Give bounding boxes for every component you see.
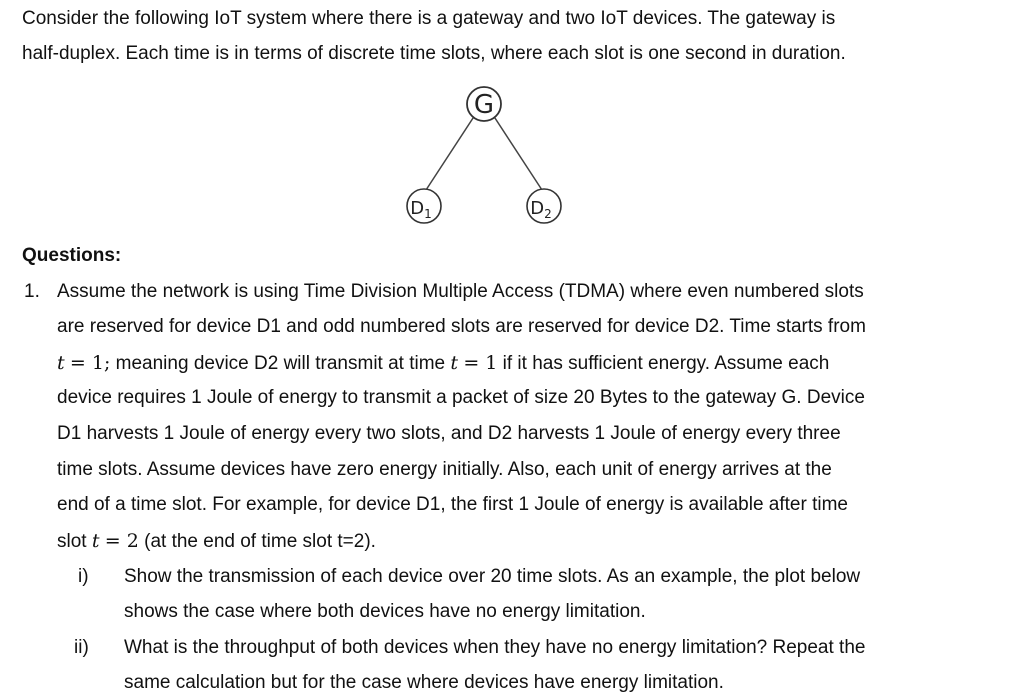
question-1-line-8-end: (at the end of time slot t=2). [138, 531, 376, 552]
link-g-d2 [492, 114, 543, 191]
device-1-subscript: 1 [424, 207, 432, 221]
network-diagram: G D1 D2 [406, 86, 562, 224]
intro-line-2: half-duplex. Each time is in terms of di… [22, 43, 846, 64]
device-2-subscript: 2 [544, 207, 552, 221]
sub-question-ii-marker: ii) [74, 637, 89, 658]
device-2-label: D [530, 198, 544, 219]
question-1-line-8-start: slot [57, 531, 92, 552]
sub-question-ii-line-1: What is the throughput of both devices w… [124, 637, 866, 658]
question-1-line-3-mid: meaning device D2 will transmit at time [110, 353, 451, 374]
question-1-line-8: slot t = 2 (at the end of time slot t=2)… [57, 530, 376, 553]
question-1-line-4: device requires 1 Joule of energy to tra… [57, 387, 865, 408]
device-1-label: D [410, 198, 424, 219]
device-2-node [526, 188, 562, 224]
question-1-line-6: time slots. Assume devices have zero ene… [57, 459, 832, 480]
questions-heading: Questions: [22, 245, 122, 266]
eq-t2: = 2 [104, 530, 139, 552]
svg-text:D2: D2 [530, 198, 552, 221]
question-1-line-5: D1 harvests 1 Joule of energy every two … [57, 423, 841, 444]
device-1-node [406, 188, 442, 224]
intro-line-1: Consider the following IoT system where … [22, 8, 836, 29]
sub-question-i-line-2: shows the case where both devices have n… [124, 601, 646, 622]
gateway-label: G [474, 90, 494, 120]
link-g-d1 [425, 114, 476, 191]
question-1-line-2: are reserved for device D1 and odd numbe… [57, 316, 866, 337]
question-1-line-7: end of a time slot. For example, for dev… [57, 494, 848, 515]
svg-text:D1: D1 [410, 198, 432, 221]
question-1-line-3-end: if it has sufficient energy. Assume each [497, 353, 830, 374]
sub-question-i-marker: i) [78, 566, 89, 587]
var-t-2: t [450, 352, 459, 374]
var-t-3: t [91, 530, 100, 552]
gateway-node [466, 86, 502, 122]
var-t: t [57, 352, 65, 374]
question-1-line-1: Assume the network is using Time Divisio… [57, 281, 864, 302]
question-1-line-3: t = 1; meaning device D2 will transmit a… [57, 352, 829, 375]
eq-t1-b: = 1 [463, 352, 498, 374]
sub-question-ii-line-2: same calculation but for the case where … [124, 672, 724, 693]
question-1-number: 1. [24, 281, 40, 302]
sub-question-i-line-1: Show the transmission of each device ove… [124, 566, 861, 587]
eq-t1: = 1; [69, 352, 111, 374]
